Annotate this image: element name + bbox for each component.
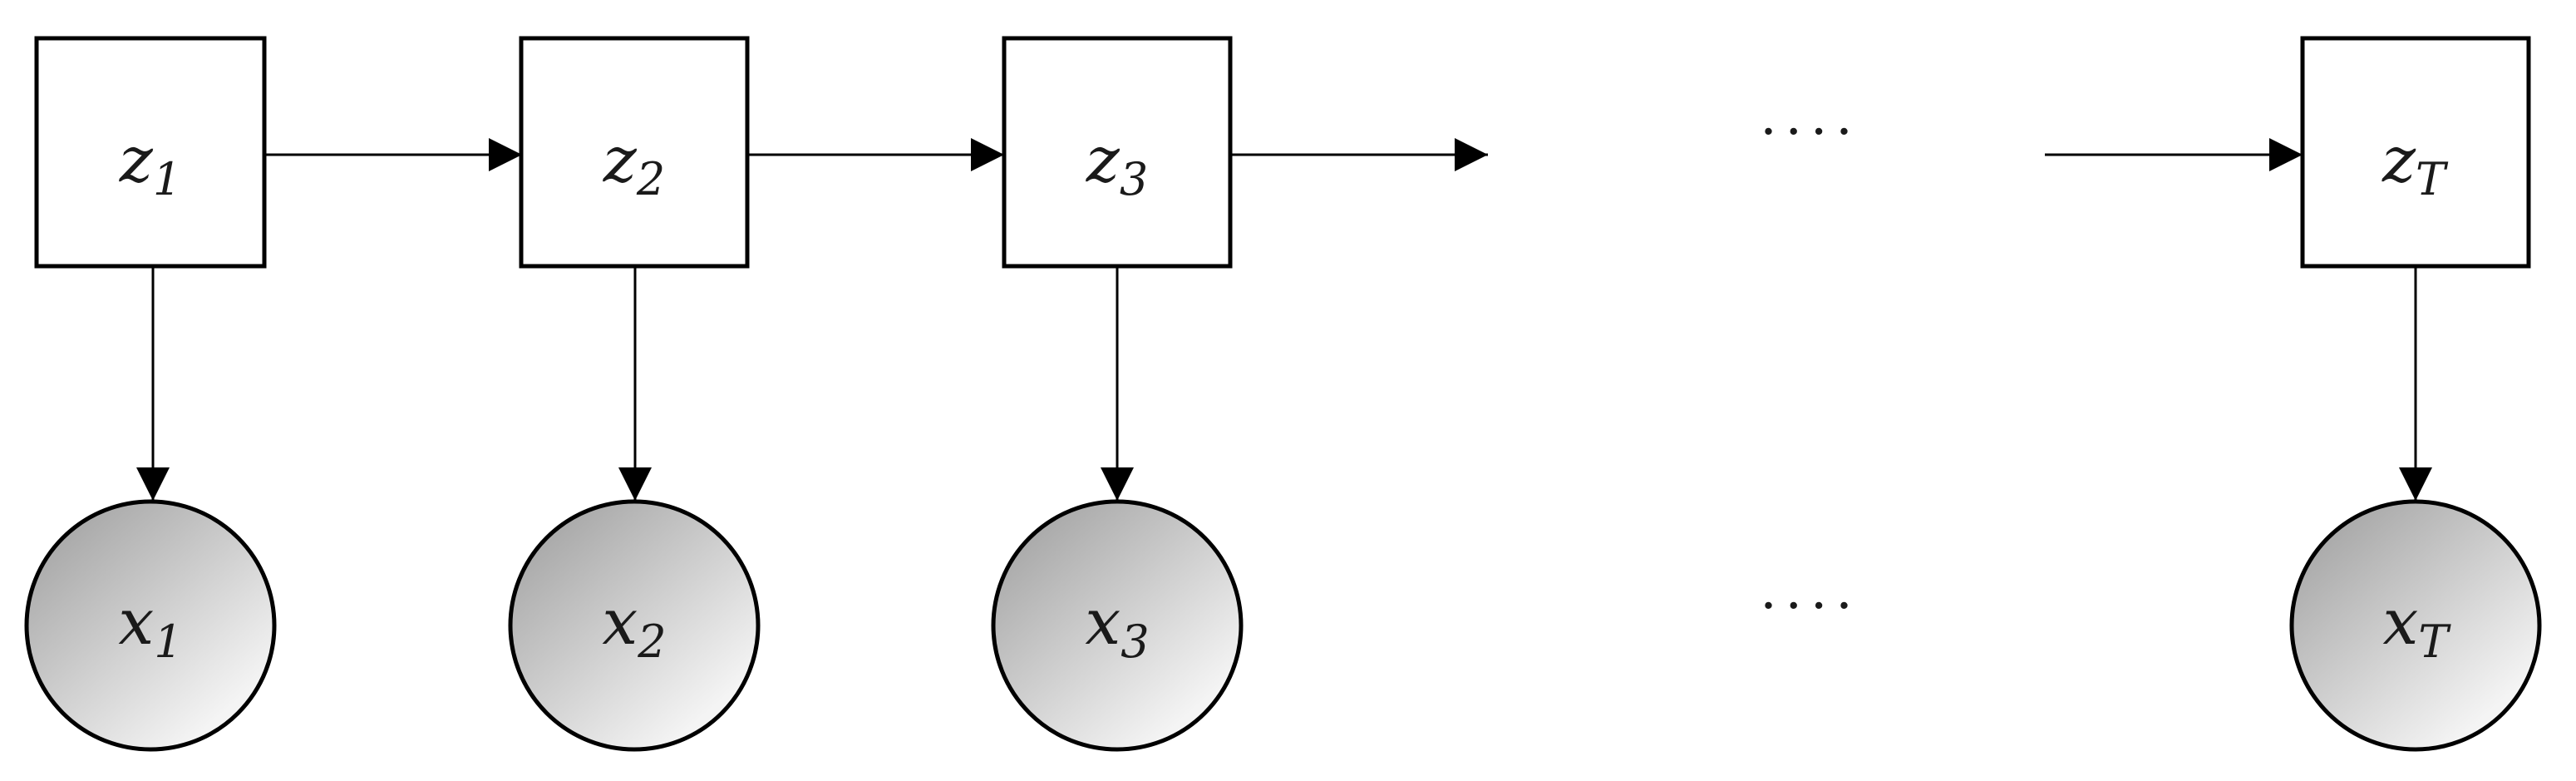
svg-text:z1: z1: [119, 122, 181, 205]
ellipsis-top: ····: [1760, 101, 1860, 163]
svg-text:xT: xT: [2383, 585, 2452, 668]
latent-node-1: z1: [34, 36, 267, 269]
latent-base: z: [2381, 122, 2416, 196]
observed-node-T: xT: [2289, 499, 2542, 752]
latent-sub: T: [2416, 153, 2449, 205]
emission-arrows: [136, 266, 2432, 501]
svg-text:zT: zT: [2381, 122, 2449, 205]
svg-text:x2: x2: [602, 585, 666, 668]
latent-node-2: z2: [519, 36, 750, 269]
svg-text:x3: x3: [1085, 585, 1149, 668]
observed-node-2: x2: [508, 499, 761, 752]
observed-base: x: [2383, 585, 2419, 659]
svg-text:x1: x1: [118, 585, 182, 668]
latent-node-T: zT: [2300, 36, 2531, 269]
observed-node-3: x3: [991, 499, 1244, 752]
observed-node-1: x1: [24, 499, 277, 752]
ellipsis-bottom: ····: [1760, 576, 1860, 637]
svg-text:z2: z2: [603, 122, 665, 205]
latent-sub: 1: [153, 153, 181, 205]
svg-text:z3: z3: [1086, 122, 1148, 205]
latent-base: z: [603, 122, 638, 196]
observed-base: x: [602, 585, 638, 659]
latent-node-3: z3: [1002, 36, 1233, 269]
latent-base: z: [1086, 122, 1121, 196]
observed-sub: 1: [154, 615, 182, 668]
observed-sub: 3: [1121, 615, 1149, 668]
latent-sub: 2: [636, 153, 665, 205]
observed-sub: 2: [637, 615, 666, 668]
observed-base: x: [1085, 585, 1121, 659]
observed-sub: T: [2418, 615, 2451, 668]
latent-sub: 3: [1120, 153, 1148, 205]
latent-base: z: [119, 122, 154, 196]
observed-base: x: [118, 585, 154, 659]
